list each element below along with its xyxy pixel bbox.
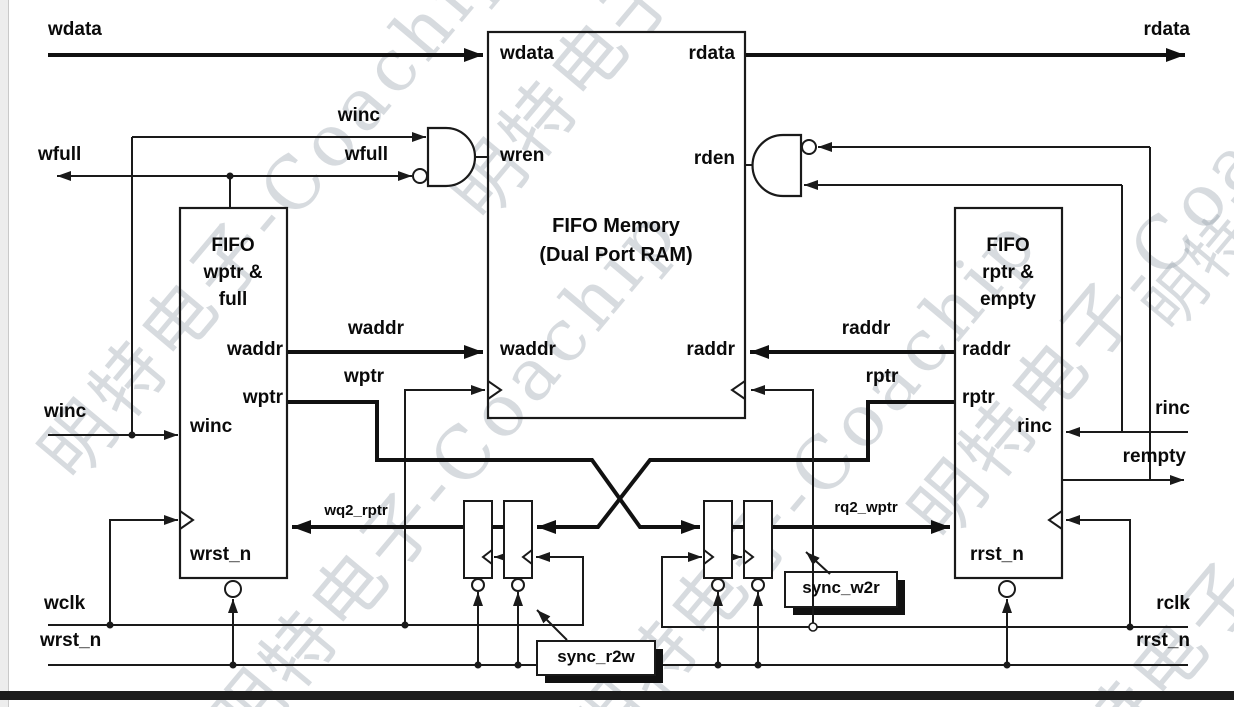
write-pointer-block-outline xyxy=(178,206,289,580)
wptr-block-port-wptr: wptr xyxy=(242,387,283,408)
sync-flops xyxy=(463,500,773,579)
wdata-signal-label: wdata xyxy=(48,19,102,40)
flop-clock-triangle xyxy=(743,549,755,565)
memory-title-line1: FIFO Memory xyxy=(552,215,680,237)
memory-block-outline xyxy=(486,30,747,420)
sync-w2r-flop2 xyxy=(743,500,773,579)
wclk-rail xyxy=(48,552,584,626)
sync-r2w-flop1 xyxy=(463,500,493,579)
rq2-wptr-label: rq2_wptr xyxy=(834,499,898,516)
memory-wclk-triangle xyxy=(487,380,503,400)
rclk-tap-circle xyxy=(808,622,818,632)
wptr-block-port-winc: winc xyxy=(190,416,233,437)
raddr-bus-label: raddr xyxy=(841,318,891,339)
wclk-label: wclk xyxy=(44,593,86,614)
bottom-rule xyxy=(0,691,1234,700)
memory-port-raddr: raddr xyxy=(686,339,735,360)
rptr-block-title3: empty xyxy=(980,289,1036,310)
sync-w2r-label: sync_w2r xyxy=(802,578,880,597)
flop-reset-bubble xyxy=(711,578,725,592)
sync-label-boxes xyxy=(536,571,905,683)
sync-r2w-pointer-arrow xyxy=(536,609,568,641)
sync-r2w-box xyxy=(536,640,656,676)
flop-reset-bubble xyxy=(511,578,525,592)
sync-w2r-flop1 xyxy=(703,500,733,579)
label-pointers xyxy=(536,551,831,641)
wrst-n-label: wrst_n xyxy=(40,630,102,651)
rden-and-gate xyxy=(751,133,803,198)
wren-and-gate xyxy=(426,126,477,188)
winc-gate-label: winc xyxy=(337,105,380,126)
rclk-rail xyxy=(661,552,1188,628)
clock-triangles xyxy=(179,380,1063,565)
rempty-output-label: rempty xyxy=(1122,446,1186,467)
rptr-block-port-rinc: rinc xyxy=(1017,416,1052,437)
wptr-bus xyxy=(287,400,700,534)
junction-dots xyxy=(106,172,1134,669)
block-outlines xyxy=(178,30,1064,580)
wclk-to-wptr-block xyxy=(109,515,178,625)
rclk-to-memory xyxy=(751,385,814,627)
memory-port-rden: rden xyxy=(693,148,735,169)
flop-reset-bubble xyxy=(751,578,765,592)
winc-input-label: winc xyxy=(44,401,87,422)
sync-r2w-flop2 xyxy=(503,500,533,579)
wfull-invert-bubble xyxy=(412,168,428,184)
wptr-block-title1: FIFO xyxy=(211,235,255,256)
page-edge xyxy=(0,0,9,707)
wfull-output-label: wfull xyxy=(38,144,82,165)
wptr-block-title3: full xyxy=(218,289,248,310)
rptr-block-title1: FIFO xyxy=(986,235,1030,256)
rptr-block-port-rptr: rptr xyxy=(962,387,995,408)
bus-wires xyxy=(48,48,1185,534)
wq2-rptr-label: wq2_rptr xyxy=(324,502,388,519)
rptr-bus xyxy=(537,400,955,534)
wptr-block-clock-triangle xyxy=(179,510,195,530)
wptr-block-port-wrst-n: wrst_n xyxy=(190,544,252,565)
rclk-to-rptr-block xyxy=(1066,515,1131,627)
read-pointer-block-outline xyxy=(953,206,1064,580)
rptr-bus-label: rptr xyxy=(865,366,899,387)
rptr-block-clock-triangle xyxy=(1047,510,1063,530)
bubbles xyxy=(224,139,1016,598)
rempty-invert-bubble xyxy=(801,139,817,155)
rrst-n-label: rrst_n xyxy=(1136,630,1190,651)
memory-rclk-triangle xyxy=(730,380,746,400)
flop-clock-triangle xyxy=(521,549,533,565)
wclk-to-memory xyxy=(404,385,485,625)
memory-port-waddr: waddr xyxy=(500,339,556,360)
wrst-bubble xyxy=(224,580,242,598)
sync-r2w-label: sync_r2w xyxy=(557,647,635,666)
flop-reset-bubble xyxy=(471,578,485,592)
sync-w2r-pointer-arrow xyxy=(805,551,831,575)
rptr-block-port-rrst-n: rrst_n xyxy=(970,544,1024,565)
memory-port-rdata: rdata xyxy=(688,43,735,64)
memory-port-wren: wren xyxy=(500,145,545,166)
rptr-block-port-raddr: raddr xyxy=(962,339,1011,360)
wptr-bus-label: wptr xyxy=(343,366,385,387)
sync-w2r-box xyxy=(784,571,898,608)
flop-clock-triangle xyxy=(703,549,715,565)
rclk-label: rclk xyxy=(1156,593,1190,614)
memory-title-line2: (Dual Port RAM) xyxy=(539,244,693,266)
rdata-signal-label: rdata xyxy=(1143,19,1190,40)
rinc-input-label: rinc xyxy=(1155,398,1190,419)
wfull-gate-label: wfull xyxy=(344,144,388,165)
wptr-block-port-waddr: waddr xyxy=(227,339,283,360)
waddr-bus-label: waddr xyxy=(348,318,404,339)
wptr-block-title2: wptr & xyxy=(203,262,263,283)
rrst-bubble xyxy=(998,580,1016,598)
rptr-block-title2: rptr & xyxy=(982,262,1034,283)
memory-port-wdata: wdata xyxy=(500,43,554,64)
gates xyxy=(426,126,803,198)
flop-clock-triangle xyxy=(481,549,493,565)
